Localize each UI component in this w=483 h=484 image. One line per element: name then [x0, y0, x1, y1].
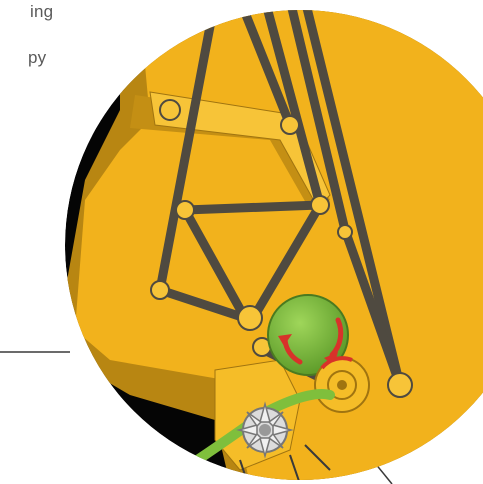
pivot [388, 373, 412, 397]
belt-segment [185, 205, 320, 210]
pivot [160, 100, 180, 120]
feed-roller-center [337, 380, 347, 390]
pivot [238, 306, 262, 330]
pivot [151, 281, 169, 299]
pivot [281, 116, 299, 134]
pivot [311, 196, 329, 214]
pivot [176, 201, 194, 219]
pivot [338, 225, 352, 239]
